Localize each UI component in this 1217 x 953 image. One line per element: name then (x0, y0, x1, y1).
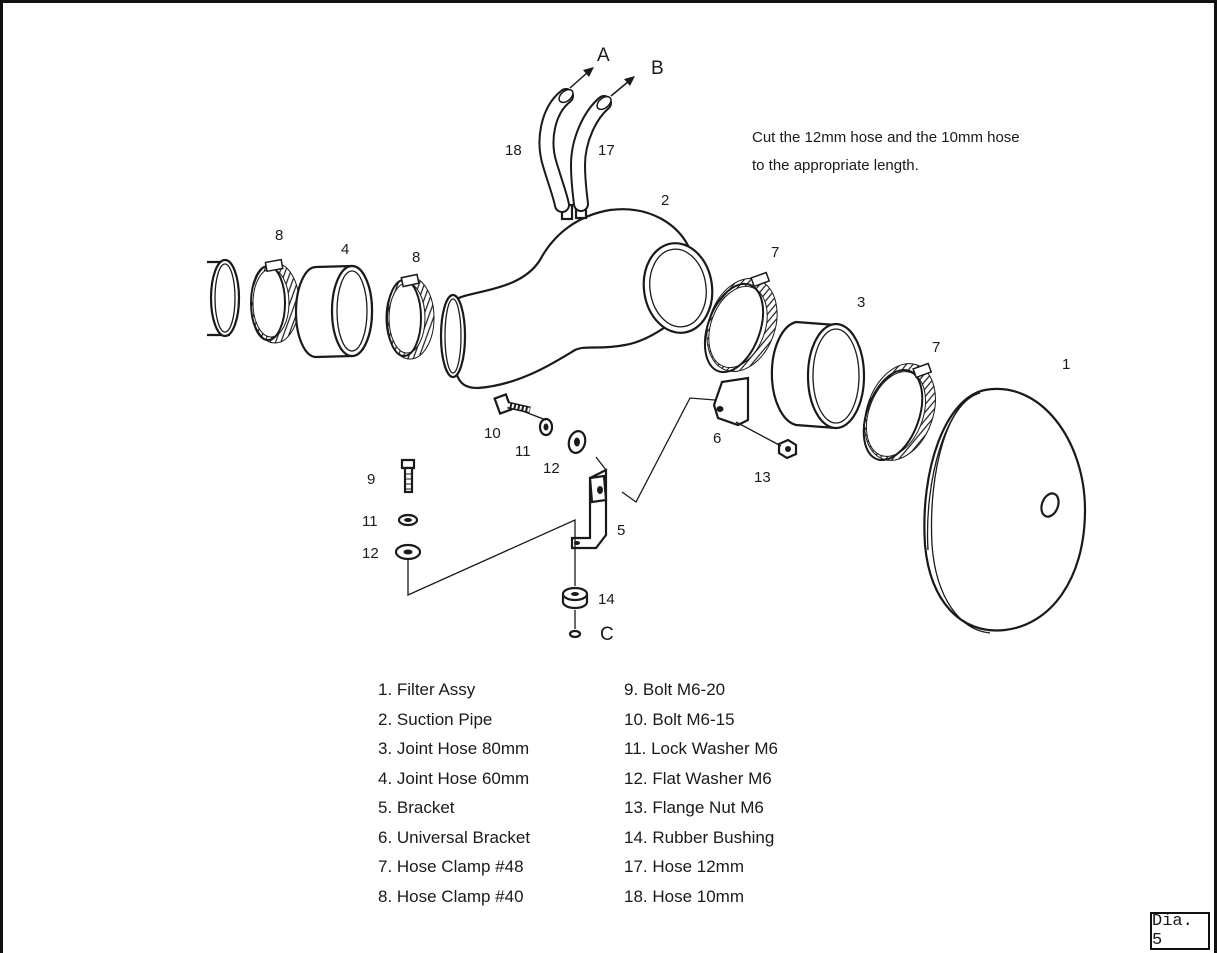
rubber-bushing-14 (561, 586, 589, 610)
hose-clamp-7-upper (703, 271, 778, 374)
label-a: A (597, 45, 610, 66)
callout-1: 1 (1062, 356, 1070, 373)
callout-12-lower: 12 (362, 545, 379, 562)
callout-8-left: 8 (275, 227, 283, 244)
hose-17 (569, 95, 612, 212)
legend-item: 7. Hose Clamp #48 (378, 857, 524, 876)
callout-9: 9 (367, 471, 375, 488)
legend-column-left: 1. Filter Assy 2. Suction Pipe 3. Joint … (378, 675, 530, 911)
direction-arrow-b (610, 76, 635, 97)
legend-item: 12. Flat Washer M6 (624, 768, 772, 788)
diagram-number-box: Dia. 5 (1150, 912, 1210, 950)
lock-washer-11-upper (538, 417, 554, 437)
hose-clamp-8-right (385, 273, 435, 360)
callout-7-lower: 7 (932, 339, 940, 356)
legend-item: 17. Hose 12mm (624, 857, 744, 876)
hose-18 (538, 88, 574, 213)
mount-point-c (568, 629, 582, 639)
note-line-1: Cut the 12mm hose and the 10mm hose (752, 129, 1020, 146)
parts-legend: 1. Filter Assy 2. Suction Pipe 3. Joint … (378, 675, 898, 935)
label-c: C (600, 624, 614, 645)
legend-item: 4. Joint Hose 60mm (378, 768, 530, 788)
bracket-5 (570, 468, 608, 550)
callout-8-right: 8 (412, 249, 420, 266)
legend-item: 5. Bracket (378, 798, 455, 817)
callout-12-upper: 12 (543, 460, 560, 477)
callout-13: 13 (754, 469, 771, 486)
legend-item: 11. Lock Washer M6 (624, 739, 779, 758)
callout-18: 18 (505, 142, 522, 159)
bolt-10 (493, 393, 531, 415)
legend-item: 9. Bolt M6-20 (624, 680, 726, 699)
callout-7-upper: 7 (771, 244, 779, 261)
callout-3: 3 (857, 294, 865, 311)
assembly-leader-lines (407, 397, 782, 629)
flat-washer-12-lower (394, 543, 422, 561)
hose-clamp-8-left (250, 258, 300, 344)
suction-pipe-2 (439, 202, 714, 390)
callout-11-lower: 11 (362, 513, 378, 530)
callout-17: 17 (598, 142, 615, 159)
callout-6: 6 (713, 430, 721, 447)
flange-nut-13 (777, 438, 798, 460)
joint-hose-4 (294, 264, 374, 359)
legend-item: 10. Bolt M6-15 (624, 709, 735, 729)
legend-item: 6. Universal Bracket (378, 827, 531, 847)
callout-5: 5 (617, 522, 625, 539)
legend-item: 3. Joint Hose 80mm (378, 739, 530, 758)
intake-pipe-stub (207, 258, 241, 338)
direction-arrow-a (569, 67, 594, 89)
bolt-9 (400, 458, 416, 494)
legend-item: 14. Rubber Bushing (624, 827, 775, 847)
universal-bracket-6 (712, 376, 750, 427)
legend-item: 2. Suction Pipe (378, 709, 493, 729)
note-line-2: to the appropriate length. (752, 157, 919, 174)
legend-item: 18. Hose 10mm (624, 886, 744, 906)
diagram-number: Dia. 5 (1152, 912, 1193, 950)
joint-hose-3 (770, 320, 866, 430)
legend-item: 8. Hose Clamp #40 (378, 886, 524, 906)
legend-item: 13. Flange Nut M6 (624, 798, 764, 817)
hose-clamp-7-lower (862, 362, 936, 462)
filter-assy-1 (923, 387, 1087, 634)
callout-14: 14 (598, 591, 615, 608)
legend-item: 1. Filter Assy (378, 680, 476, 699)
flat-washer-12-upper (567, 430, 587, 454)
legend-column-right: 9. Bolt M6-20 10. Bolt M6-15 11. Lock Wa… (624, 675, 778, 911)
callout-4: 4 (341, 241, 349, 258)
lock-washer-11-lower (397, 513, 419, 527)
callout-2: 2 (661, 192, 669, 209)
callout-10: 10 (484, 425, 501, 442)
callout-11-upper: 11 (515, 443, 531, 460)
label-b: B (651, 58, 664, 79)
